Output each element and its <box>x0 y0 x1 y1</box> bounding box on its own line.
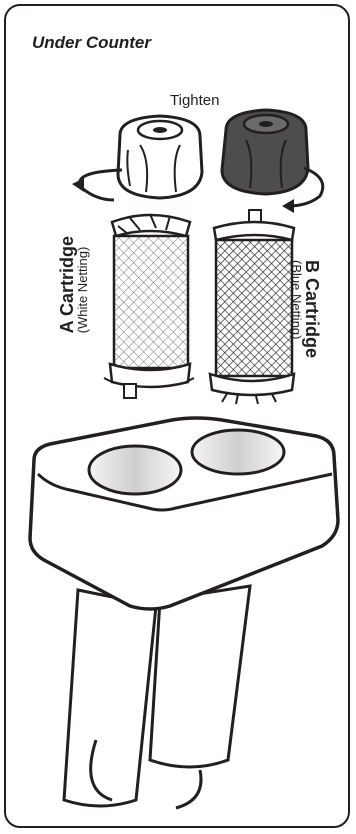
cartridge-a <box>104 214 194 398</box>
rotate-arrow-a <box>72 170 122 200</box>
cap-b-knob <box>222 110 308 194</box>
cap-a-knob <box>118 116 202 198</box>
tighten-label: Tighten <box>170 92 219 109</box>
filter-housing <box>30 418 338 808</box>
cartridge-a-note: (White Netting) <box>76 236 89 333</box>
cartridge-a-name: A Cartridge <box>58 236 76 333</box>
cartridge-a-label: A Cartridge (White Netting) <box>58 236 89 333</box>
cartridge-b-label: B Cartridge (Blue Netting) <box>290 260 321 358</box>
cartridge-b <box>210 210 294 404</box>
cartridge-b-name: B Cartridge <box>303 260 321 358</box>
